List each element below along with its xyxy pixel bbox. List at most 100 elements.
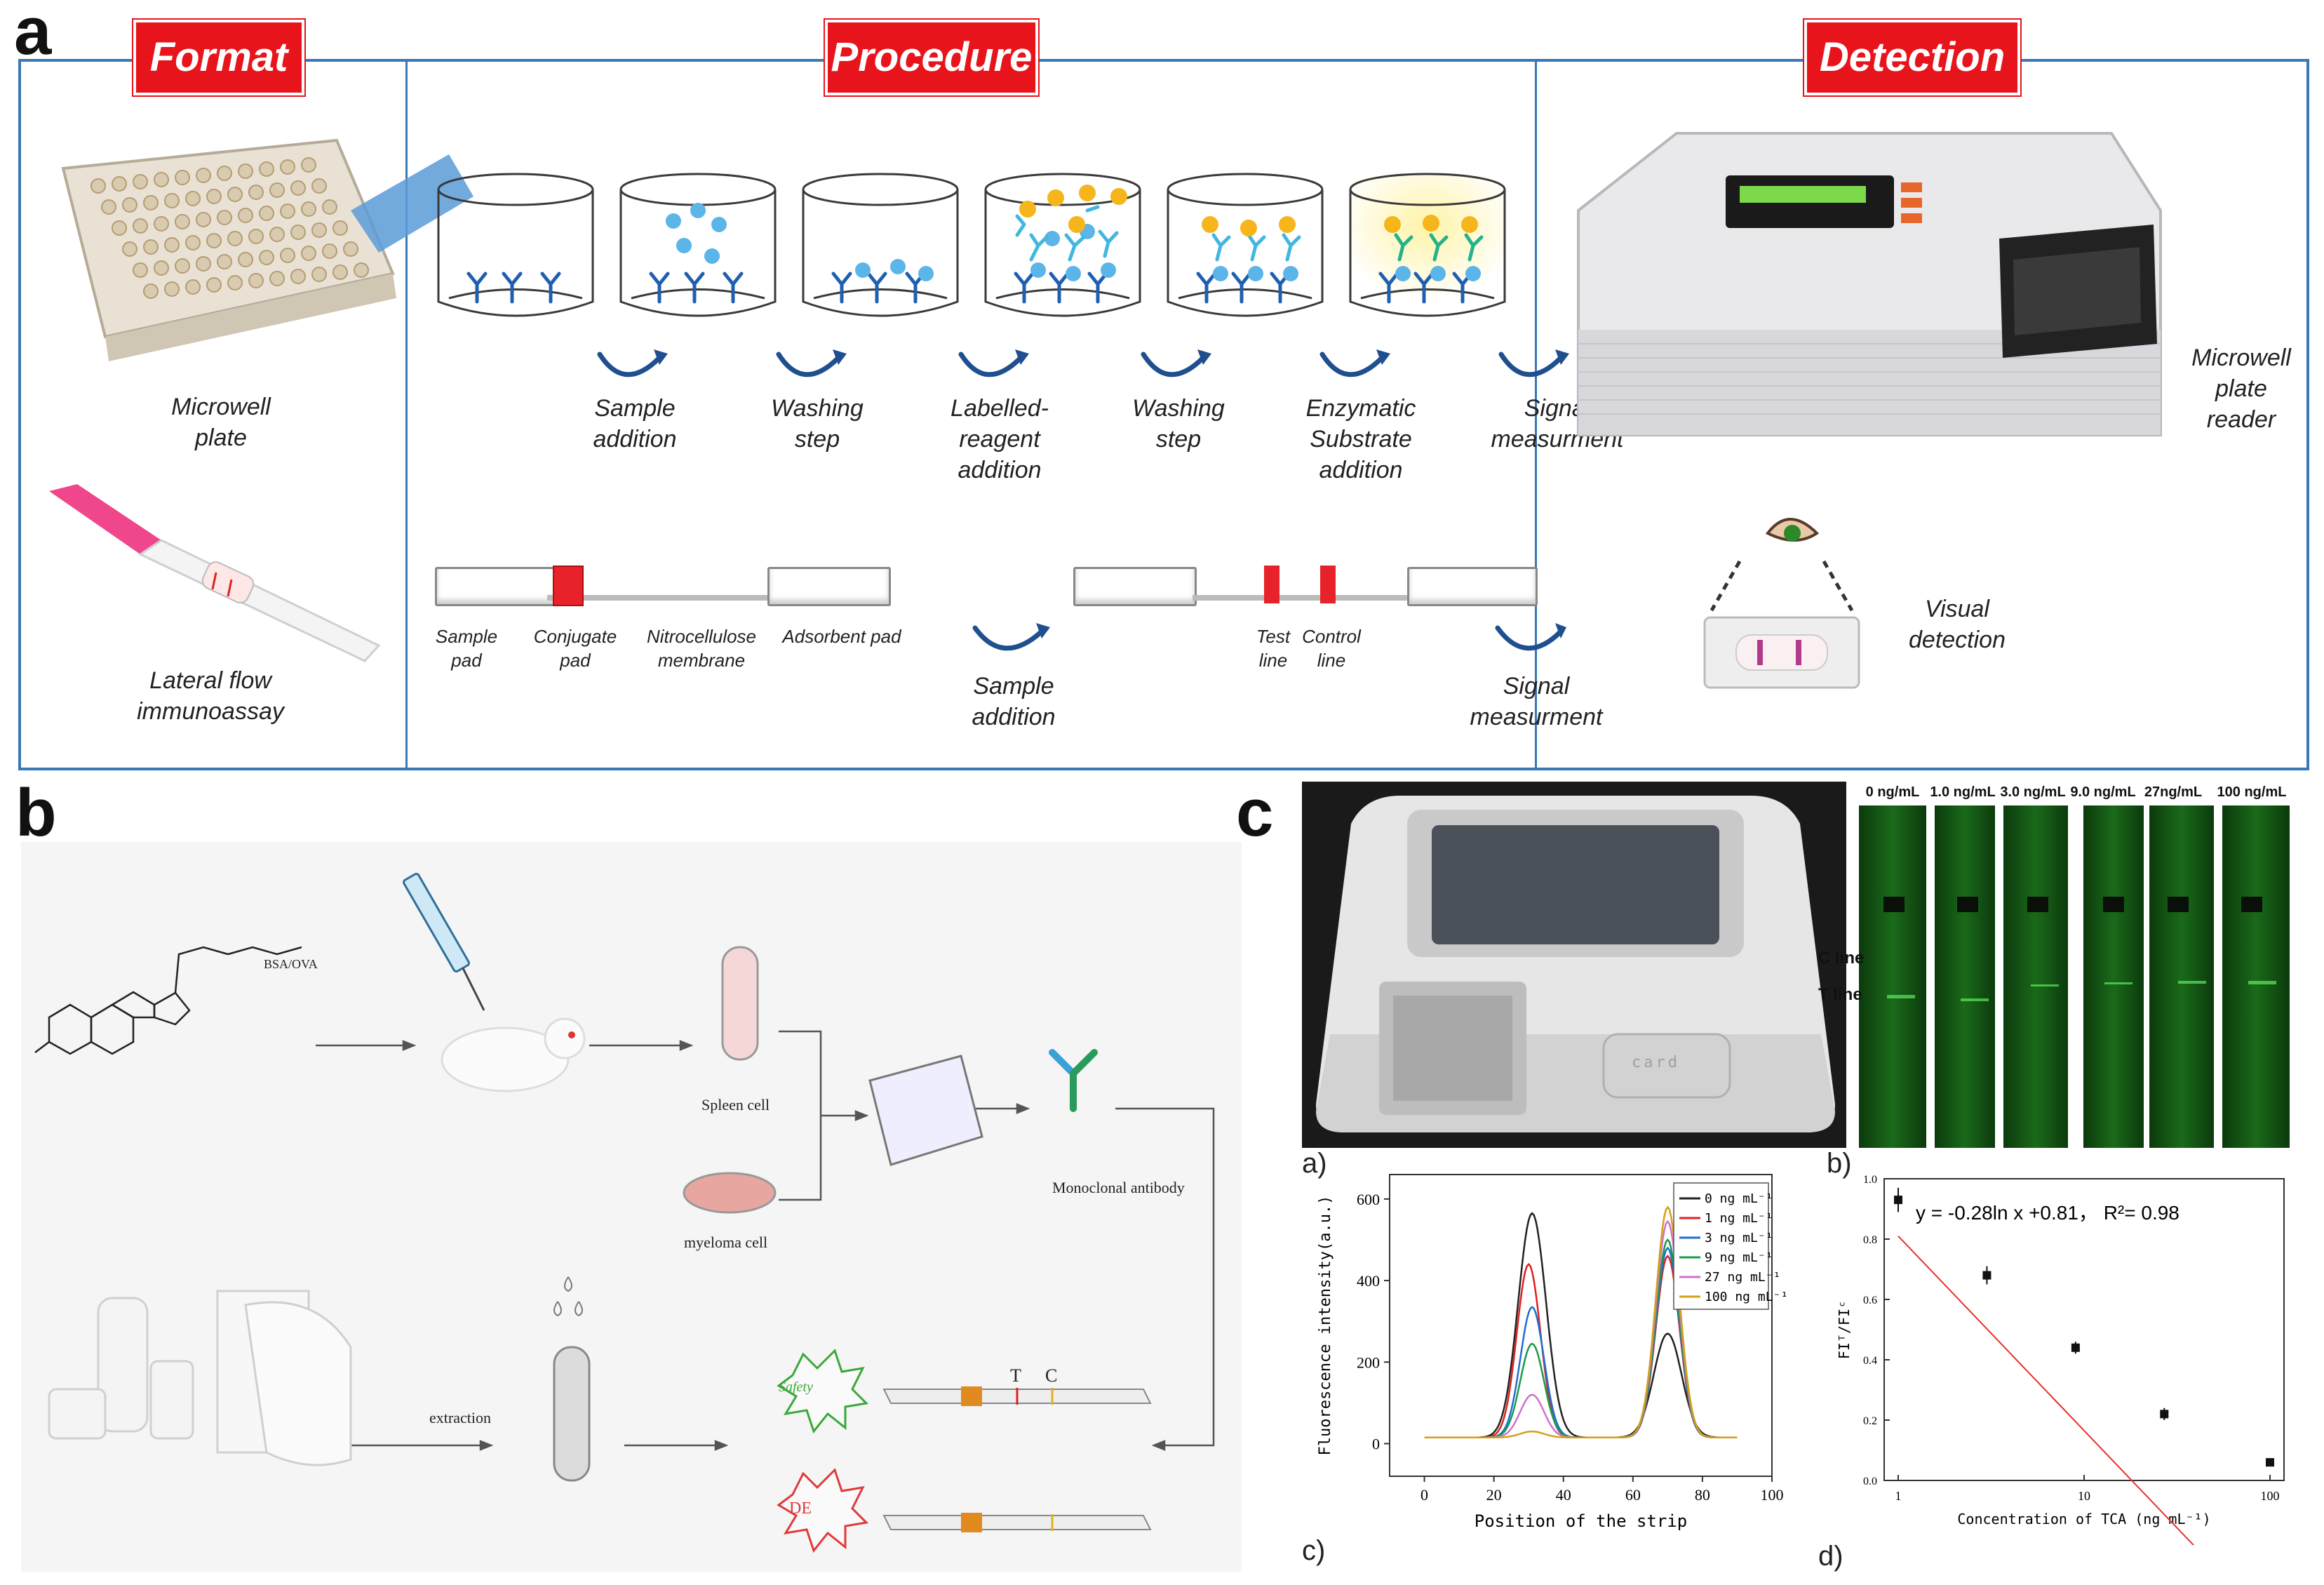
reader-label: Microwell plate reader [2191,345,2291,433]
gel-label-3: 9.0 ng/mL [2070,784,2136,800]
label-sample-pad: Sample pad [435,626,498,671]
panel-c-letter: c [1236,775,1274,850]
gel-label-1: 1.0 ng/mL [1930,784,1996,800]
zoom-wedge [351,154,473,253]
t-line-label: T line [1818,985,1862,1004]
gel-lane-2 [2003,805,2068,1148]
y-tick-label: 400 [1357,1272,1380,1290]
gel-lane-1 [1935,805,1995,1148]
lfa-step-arrows [972,623,1566,651]
strip2-test-line [1264,566,1279,603]
x-tick-label: 1 [1895,1489,1902,1503]
line-chart-frame [1389,1174,1773,1477]
sub-label-d: d) [1818,1541,1843,1572]
spleen-cell-label: Spleen cell [701,1096,770,1113]
y-tick-label: 0 [1372,1436,1380,1453]
microwell-plate-image [61,138,396,361]
x-tick-label: 60 [1625,1486,1641,1504]
strip2-control-line [1320,566,1336,603]
t-label: T [1010,1365,1021,1386]
series-line-5 [1424,1205,1738,1439]
legend-label-2: 3 ng mL⁻¹ [1705,1231,1773,1245]
sub-label-c: c) [1302,1535,1326,1566]
format-divider [405,59,408,768]
data-point-0 [1894,1196,1902,1205]
scatter-xlabel: Concentration of TCA (ng mL⁻¹) [1957,1511,2210,1527]
elisa-step-arrows [597,349,1569,377]
gel-lane-5 [2222,805,2290,1148]
y-tick-label: 0.6 [1863,1295,1877,1306]
label-adsorbent-pad: Adsorbent pad [782,626,901,647]
detection-header: Detection [1804,20,2020,95]
bsa-ova-label: BSA/OVA [264,957,318,971]
gel-lane-4 [2149,805,2214,1148]
data-point-4 [2266,1458,2274,1467]
data-point-2 [2071,1343,2080,1352]
gel-label-2: 3.0 ng/mL [2000,784,2066,800]
visual-detection-label: Visual detection [1909,596,2006,653]
gel-label-0: 0 ng/mL [1865,784,1920,800]
strip2-membrane [1193,595,1410,601]
fit-line [1898,1236,2195,1545]
scatter-ylabel: FIᵀ/FIᶜ [1836,1300,1853,1359]
elisa-wells-diagram [437,173,1506,317]
sub-label-a: a) [1302,1148,1327,1179]
label-test-line: Test line [1256,626,1291,671]
x-tick-label: 40 [1556,1486,1571,1504]
microwell-plate-label: Microwell plate [171,394,271,451]
strip-conjugate-pad [553,566,584,606]
data-point-1 [1982,1271,1991,1280]
strip-sample-pad [435,567,557,606]
c-line-label: C line [1818,949,1865,968]
panel-b-letter: b [15,775,57,850]
monoclonal-antibody-label: Monoclonal antibody [1052,1179,1185,1196]
y-tick-label: 0.8 [1863,1234,1877,1246]
microplate-reader-image [1577,132,2162,436]
legend-label-3: 9 ng mL⁻¹ [1705,1250,1773,1265]
sub-label-b: b) [1827,1148,1852,1179]
lfa-label: Lateral flow immunoassay [137,667,284,725]
step-label-enzymatic-substrate: Enzymatic Substrate addition [1305,395,1416,483]
step-label-washing: Washing step [771,395,864,453]
detection-divider [1535,59,1537,768]
panel-a-letter: a [14,0,52,69]
gel-label-4: 27ng/mL [2144,784,2203,800]
panel-a-frame [18,59,2309,770]
data-point-3 [2160,1410,2169,1419]
lfa-step-sample-addition: Sample addition [972,673,1056,730]
y-tick-label: 0.2 [1863,1415,1877,1427]
legend-label-4: 27 ng mL⁻¹ [1705,1270,1780,1285]
legend-label-1: 1 ng mL⁻¹ [1705,1211,1773,1226]
line-chart-ylabel: Fluorescence intensity(a.u.) [1317,1196,1334,1456]
x-tick-label: 10 [2078,1489,2090,1503]
y-tick-label: 1.0 [1863,1174,1877,1186]
label-nitrocellulose: Nitrocellulose membrane [646,626,757,671]
fluorescence-reader-photo [1302,782,1846,1148]
y-tick-label: 200 [1357,1353,1380,1371]
step-label-washing-2: Washing step [1132,395,1225,453]
format-header: Format [133,20,304,95]
legend-label-5: 100 ng mL⁻¹ [1705,1290,1786,1304]
fit-equation: y = -0.28ln x +0.81， R²= 0.98 [1916,1202,2179,1224]
safety-label: Safety [779,1379,813,1395]
x-tick-label: 100 [1761,1486,1784,1504]
card-text: card [1632,1054,1680,1071]
label-conjugate-pad: Conjugate pad [533,626,617,671]
step-label-sample-addition: Sample addition [593,395,677,453]
myeloma-cell-label: myeloma cell [684,1233,768,1251]
step-label-labelled-reagent: Labelled- reagent addition [951,395,1049,483]
label-control-line: Control line [1302,626,1361,671]
legend-label-0: 0 ng mL⁻¹ [1705,1191,1773,1206]
lfa-step-signal: Signal measurment [1470,673,1603,730]
lfa-device-image [49,484,381,662]
line-chart-xlabel: Position of the strip [1475,1511,1687,1531]
x-tick-label: 0 [1420,1486,1428,1504]
c-label: C [1045,1365,1058,1386]
y-tick-label: 600 [1357,1191,1380,1208]
gel-lane-0 [1859,805,1926,1148]
panel-b-workflow [21,842,1242,1572]
y-tick-label: 0.0 [1863,1476,1877,1487]
gel-label-5: 100 ng/mL [2217,784,2287,800]
